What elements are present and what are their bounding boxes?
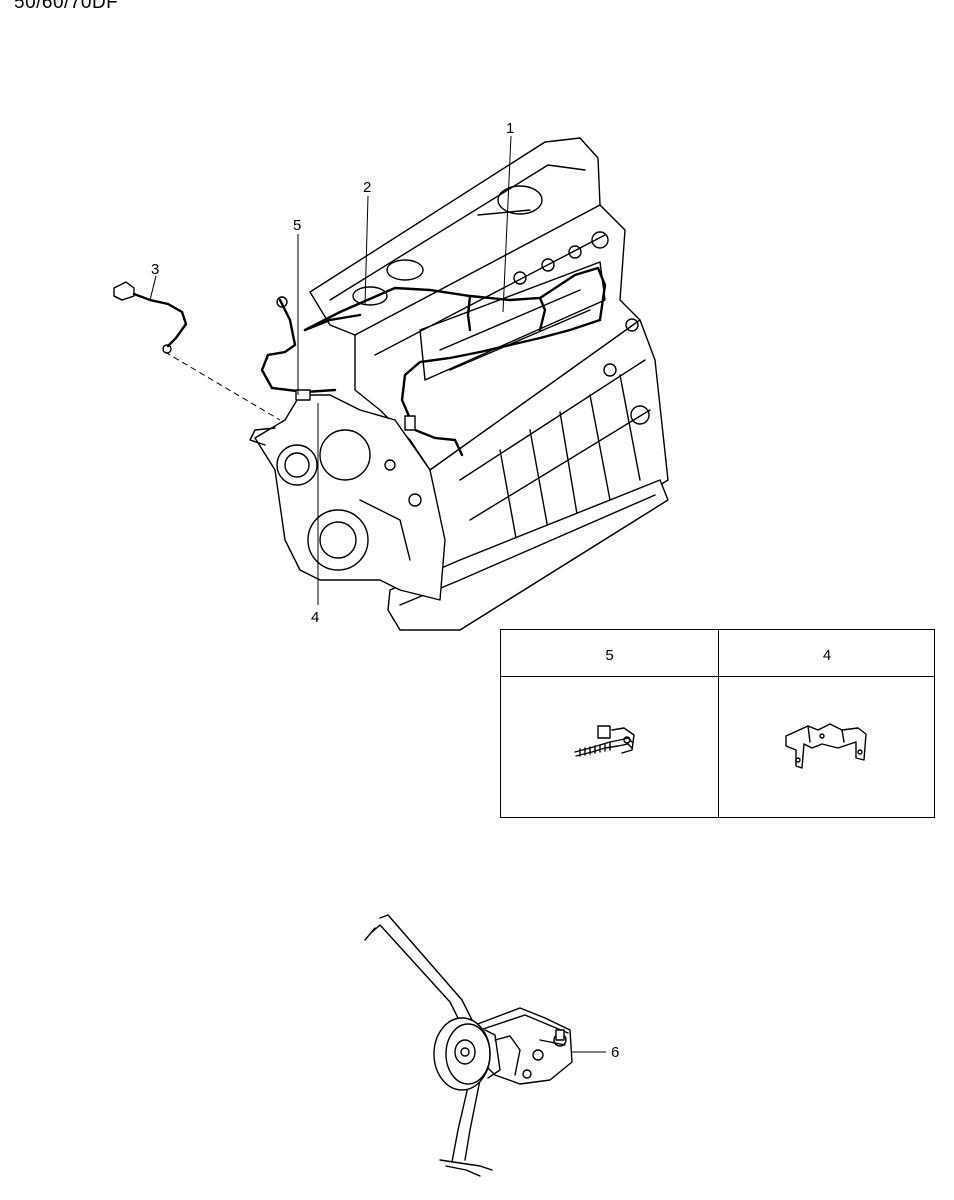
alternator-assembly <box>364 914 606 1177</box>
legend-header-part-4: 4 <box>719 630 935 677</box>
part-legend-table: 5 4 <box>500 629 935 818</box>
legend-divider <box>718 630 719 817</box>
callout-5: 5 <box>293 217 301 234</box>
page-title: 50/60/70DF <box>14 0 119 13</box>
callout-1: 1 <box>506 120 514 137</box>
part-5-connector-drawing <box>574 725 635 757</box>
part-4-bracket-drawing <box>785 723 867 769</box>
sensor-harness <box>113 275 281 421</box>
callout-3: 3 <box>151 261 159 278</box>
callout-2: 2 <box>363 179 371 196</box>
legend-header-part-5: 5 <box>501 630 718 677</box>
engine-block <box>249 135 669 631</box>
callout-6: 6 <box>611 1044 619 1061</box>
callout-4: 4 <box>311 609 319 626</box>
